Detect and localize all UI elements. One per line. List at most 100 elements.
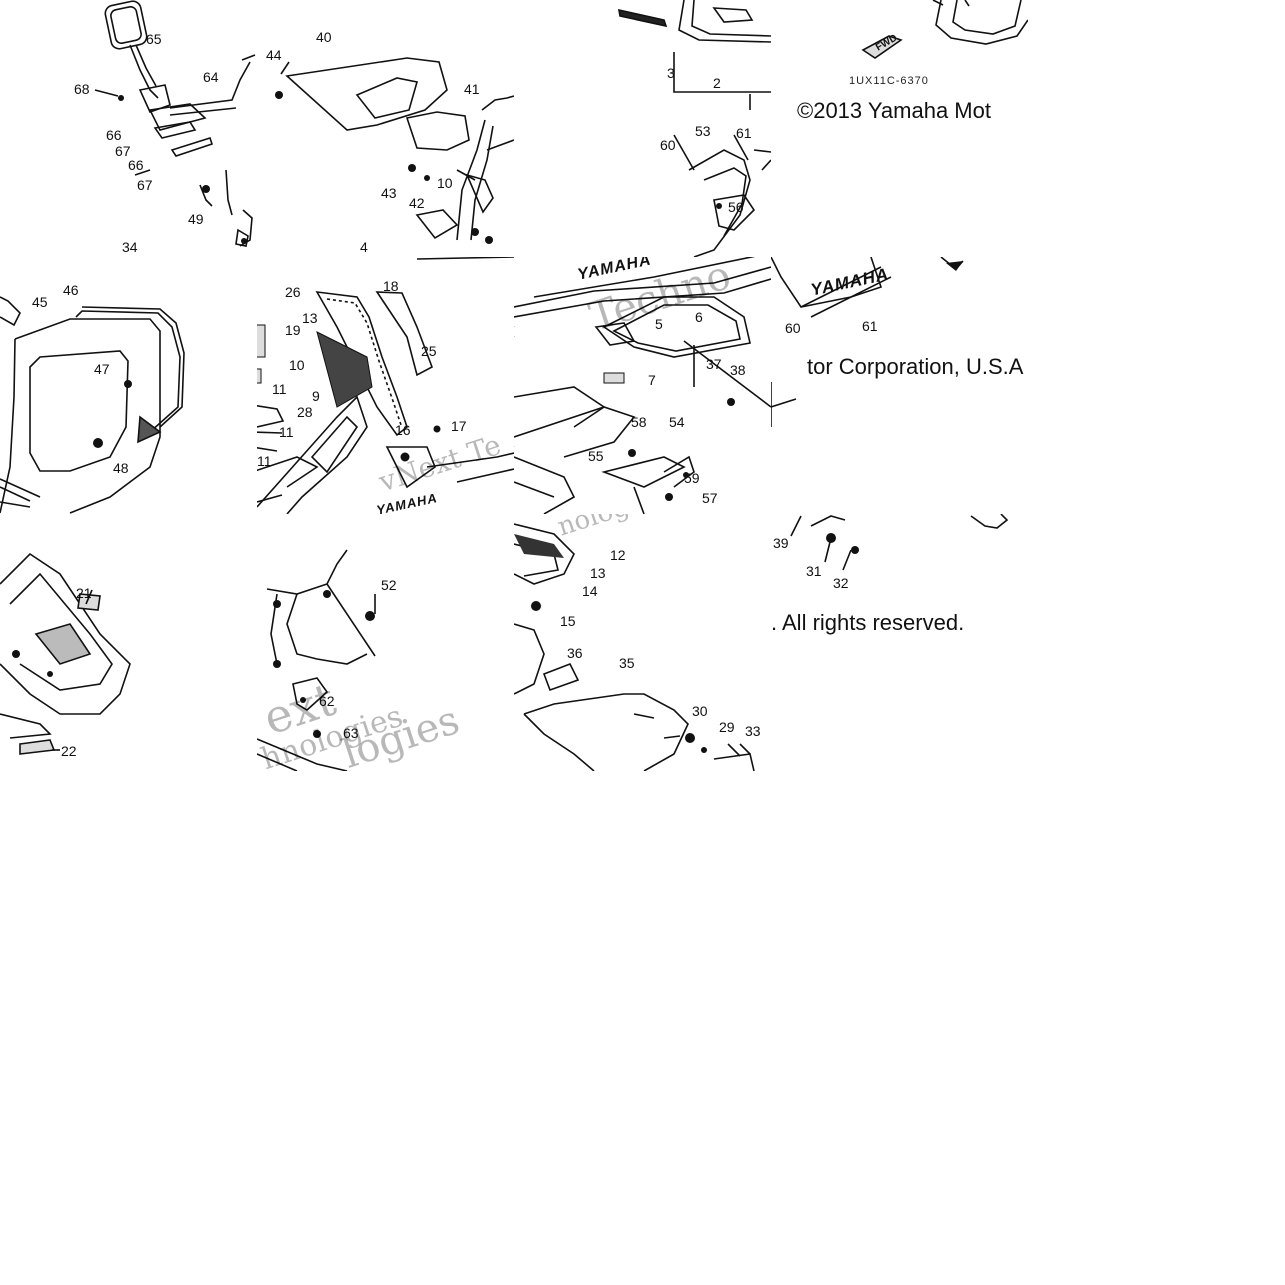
- blank-tile: [1028, 257, 1285, 514]
- diagram-tile-fasteners: 39 31 32 . All rights reserved.: [771, 514, 1028, 771]
- fasteners-drawing: [790, 514, 1009, 571]
- callout-22: 22: [61, 743, 77, 759]
- callout-46: 46: [63, 282, 79, 298]
- callout-4: 4: [360, 239, 368, 255]
- callout-58: 58: [631, 414, 647, 430]
- diagram-tile-cowl: 3 2 60 53 61 56: [514, 0, 771, 257]
- callout-61b: 61: [862, 318, 878, 334]
- callout-39: 39: [773, 535, 789, 551]
- diagram-tile-mirror: 65 68 64 66 67 66 67 49 34: [0, 0, 257, 257]
- callout-59: 59: [684, 470, 700, 486]
- callout-28: 28: [297, 404, 313, 420]
- stay-drawing: [257, 549, 376, 771]
- callout-53: 53: [695, 123, 711, 139]
- callout-67b: 67: [137, 177, 153, 193]
- diagram-tile-windshield-top: FWD 1UX11C-6370 ©2013 Yamaha Mot: [771, 0, 1028, 257]
- callout-35: 35: [619, 655, 635, 671]
- callout-40: 40: [316, 29, 332, 45]
- lower-cover-drawing: [0, 552, 131, 755]
- callout-66: 66: [106, 127, 122, 143]
- diagram-tile-inner-panel: 26 18 20 13 19 25 10 9 27 11 28 23 11 16…: [257, 257, 514, 514]
- callout-29: 29: [719, 719, 735, 735]
- blank-tile: [0, 771, 257, 1028]
- callout-68: 68: [74, 81, 90, 97]
- windshield-drawing: [0, 296, 185, 514]
- blank-tile: [1028, 771, 1285, 1028]
- fairing-drawing: [514, 257, 771, 514]
- callout-42: 42: [409, 195, 425, 211]
- callout-19: 19: [285, 322, 301, 338]
- callout-37: 37: [706, 356, 722, 372]
- copyright-line-1: ©2013 Yamaha Mot: [797, 98, 991, 123]
- diagram-tile-side-decal: YAMAHA 60 61 tor Corporation, U.S.A: [771, 257, 1028, 514]
- callout-41: 41: [464, 81, 480, 97]
- callout-6: 6: [695, 309, 703, 325]
- callout-43: 43: [381, 185, 397, 201]
- callout-31: 31: [806, 563, 822, 579]
- callout-57: 57: [702, 490, 718, 506]
- callout-3: 3: [667, 65, 675, 81]
- blank-tile: [1028, 1028, 1285, 1285]
- cowl-drawing: [618, 0, 771, 257]
- callout-38: 38: [730, 362, 746, 378]
- callout-13b: 13: [590, 565, 606, 581]
- inner-panel-drawing: [257, 257, 514, 514]
- callout-66b: 66: [128, 157, 144, 173]
- callout-11c: 11: [257, 453, 272, 469]
- callout-65: 65: [146, 31, 162, 47]
- side-decal-drawing: [771, 257, 964, 427]
- blank-tile: [514, 1028, 771, 1285]
- callout-52: 52: [381, 577, 397, 593]
- blank-tile: [0, 1028, 257, 1285]
- callout-15: 15: [560, 613, 576, 629]
- callout-10b: 10: [289, 357, 305, 373]
- callout-17: 17: [451, 418, 467, 434]
- callout-16: 16: [395, 422, 411, 438]
- blank-tile: [1028, 0, 1285, 257]
- diagram-tile-fairing: YAMAHA Techno 51 5 6 7 37 38 58 54 55 59…: [514, 257, 771, 514]
- diagram-tile-under-cowl: nologies 12 13 14 15 36 35 30 29 33: [514, 514, 771, 771]
- copyright-line-2: tor Corporation, U.S.A: [807, 354, 1024, 379]
- callout-67: 67: [115, 143, 131, 159]
- windshield-top-drawing: [861, 0, 1028, 59]
- callout-11: 11: [272, 381, 287, 397]
- blank-tile: [514, 771, 771, 1028]
- callout-11b: 11: [279, 424, 294, 440]
- callout-18: 18: [383, 278, 399, 294]
- mirror-drawing: [94, 0, 256, 247]
- callout-2: 2: [713, 75, 721, 91]
- callout-60b: 60: [785, 320, 801, 336]
- callout-25: 25: [421, 343, 437, 359]
- blank-tile: [257, 771, 514, 1028]
- callout-55: 55: [588, 448, 604, 464]
- callout-49: 49: [188, 211, 204, 227]
- callout-61: 61: [736, 125, 752, 141]
- callout-12: 12: [610, 547, 626, 563]
- callout-7: 7: [648, 372, 656, 388]
- side-cover-drawing: [275, 57, 514, 244]
- diagram-tile-lower-cover: 21 22: [0, 514, 257, 771]
- callout-14: 14: [582, 583, 598, 599]
- callout-33: 33: [745, 723, 761, 739]
- diagram-tile-side-cover: 44 40 41 43 42 10 4: [257, 0, 514, 257]
- callout-44: 44: [266, 47, 282, 63]
- blank-tile: [1028, 514, 1285, 771]
- under-cowl-drawing: [514, 523, 755, 771]
- callout-63: 63: [343, 725, 359, 741]
- callout-30: 30: [692, 703, 708, 719]
- callout-48: 48: [113, 460, 129, 476]
- copyright-line-3: . All rights reserved.: [771, 610, 965, 635]
- callout-34: 34: [122, 239, 138, 255]
- callout-45: 45: [32, 294, 48, 310]
- callout-10: 10: [437, 175, 453, 191]
- diagram-tile-windshield: 45 46 47 48: [0, 257, 257, 514]
- callout-9: 9: [312, 388, 320, 404]
- callout-5: 5: [655, 316, 663, 332]
- diagram-code: 1UX11C-6370: [849, 75, 929, 87]
- callout-64: 64: [203, 69, 219, 85]
- callout-13: 13: [302, 310, 318, 326]
- blank-tile: [257, 1028, 514, 1285]
- callout-62: 62: [319, 693, 335, 709]
- callout-60: 60: [660, 137, 676, 153]
